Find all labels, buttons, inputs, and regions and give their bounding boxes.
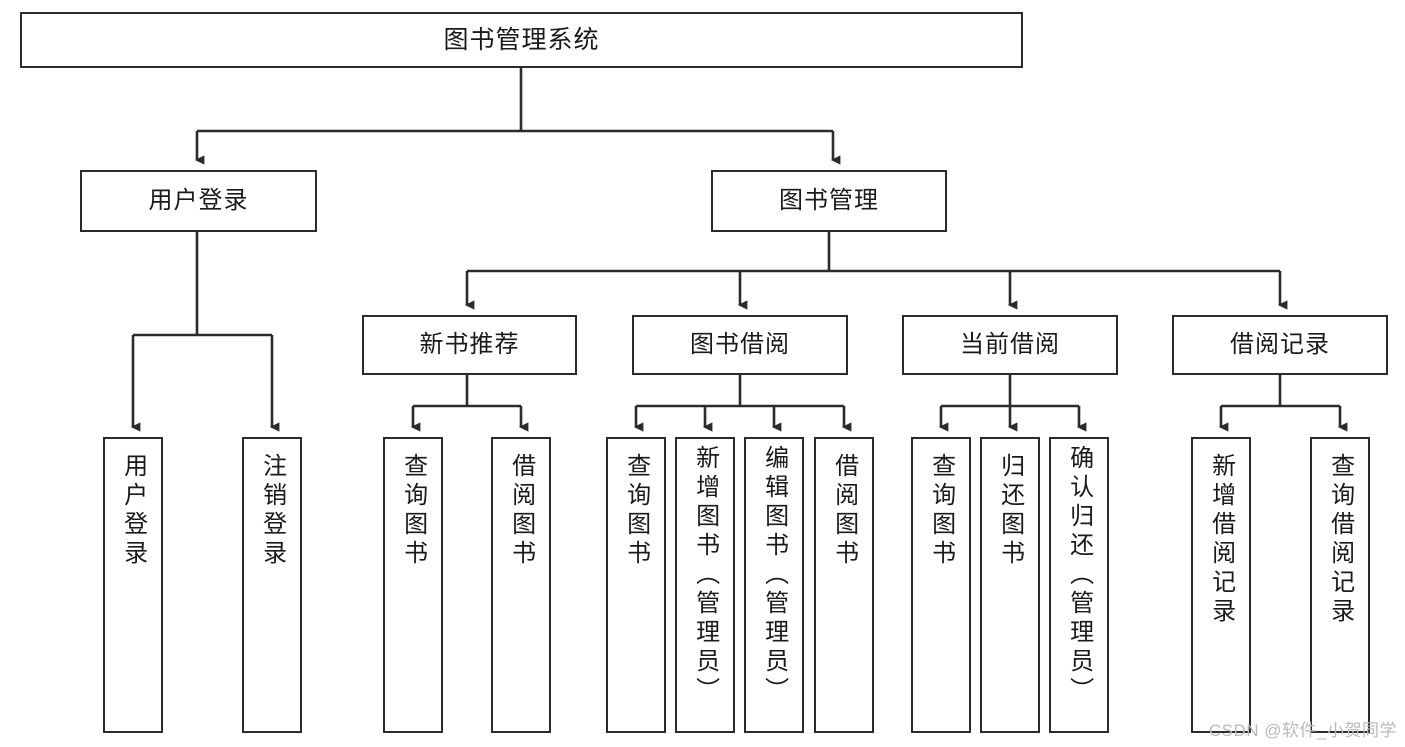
node-leaf-add-record[interactable]: 新增借阅记录 bbox=[1191, 437, 1251, 733]
node-leaf-query-record-label: 查询借阅记录 bbox=[1326, 453, 1354, 627]
node-leaf-user-login[interactable]: 用户登录 bbox=[103, 437, 163, 733]
node-leaf-user-logout[interactable]: 注销登录 bbox=[242, 437, 302, 733]
node-book-borrow-label: 图书借阅 bbox=[690, 331, 790, 358]
node-book-management[interactable]: 图书管理 bbox=[711, 170, 947, 232]
node-borrow-record[interactable]: 借阅记录 bbox=[1172, 315, 1388, 375]
node-leaf-edit-book[interactable]: 编辑图书（管理员） bbox=[744, 437, 804, 733]
node-current-borrow-label: 当前借阅 bbox=[960, 331, 1060, 358]
node-leaf-borrow-book-1[interactable]: 借阅图书 bbox=[491, 437, 551, 733]
node-current-borrow[interactable]: 当前借阅 bbox=[902, 315, 1118, 375]
node-leaf-borrow-book-2[interactable]: 借阅图书 bbox=[814, 437, 874, 733]
node-leaf-query-book-1[interactable]: 查询图书 bbox=[383, 437, 443, 733]
node-leaf-query-book-3[interactable]: 查询图书 bbox=[911, 437, 971, 733]
node-leaf-query-book-2-label: 查询图书 bbox=[622, 453, 650, 569]
node-leaf-query-book-1-label: 查询图书 bbox=[399, 453, 427, 569]
node-new-book-recommend-label: 新书推荐 bbox=[419, 331, 520, 358]
node-leaf-confirm-return-label: 确认归还（管理员） bbox=[1065, 445, 1093, 706]
node-root-label: 图书管理系统 bbox=[443, 25, 600, 54]
node-leaf-query-book-3-label: 查询图书 bbox=[927, 453, 955, 569]
node-leaf-add-book[interactable]: 新增图书（管理员） bbox=[675, 437, 735, 733]
node-leaf-return-book[interactable]: 归还图书 bbox=[980, 437, 1040, 733]
node-leaf-query-book-2[interactable]: 查询图书 bbox=[606, 437, 666, 733]
node-leaf-borrow-book-2-label: 借阅图书 bbox=[830, 453, 858, 569]
node-user-login-label: 用户登录 bbox=[148, 187, 249, 214]
node-leaf-add-record-label: 新增借阅记录 bbox=[1207, 453, 1235, 627]
node-user-login[interactable]: 用户登录 bbox=[80, 170, 317, 232]
node-leaf-return-book-label: 归还图书 bbox=[996, 453, 1024, 569]
node-leaf-user-logout-label: 注销登录 bbox=[258, 453, 286, 569]
node-leaf-borrow-book-1-label: 借阅图书 bbox=[507, 453, 535, 569]
node-root[interactable]: 图书管理系统 bbox=[20, 12, 1023, 68]
node-book-borrow[interactable]: 图书借阅 bbox=[632, 315, 848, 375]
node-book-management-label: 图书管理 bbox=[779, 187, 879, 214]
node-leaf-user-login-label: 用户登录 bbox=[119, 453, 147, 569]
node-leaf-query-record[interactable]: 查询借阅记录 bbox=[1310, 437, 1370, 733]
node-new-book-recommend[interactable]: 新书推荐 bbox=[362, 315, 577, 375]
node-leaf-edit-book-label: 编辑图书（管理员） bbox=[760, 445, 788, 706]
node-leaf-add-book-label: 新增图书（管理员） bbox=[691, 445, 719, 706]
csdn-watermark: CSDN @软件_小贺同学 bbox=[1208, 721, 1397, 740]
node-borrow-record-label: 借阅记录 bbox=[1230, 331, 1330, 358]
node-leaf-confirm-return[interactable]: 确认归还（管理员） bbox=[1049, 437, 1109, 733]
